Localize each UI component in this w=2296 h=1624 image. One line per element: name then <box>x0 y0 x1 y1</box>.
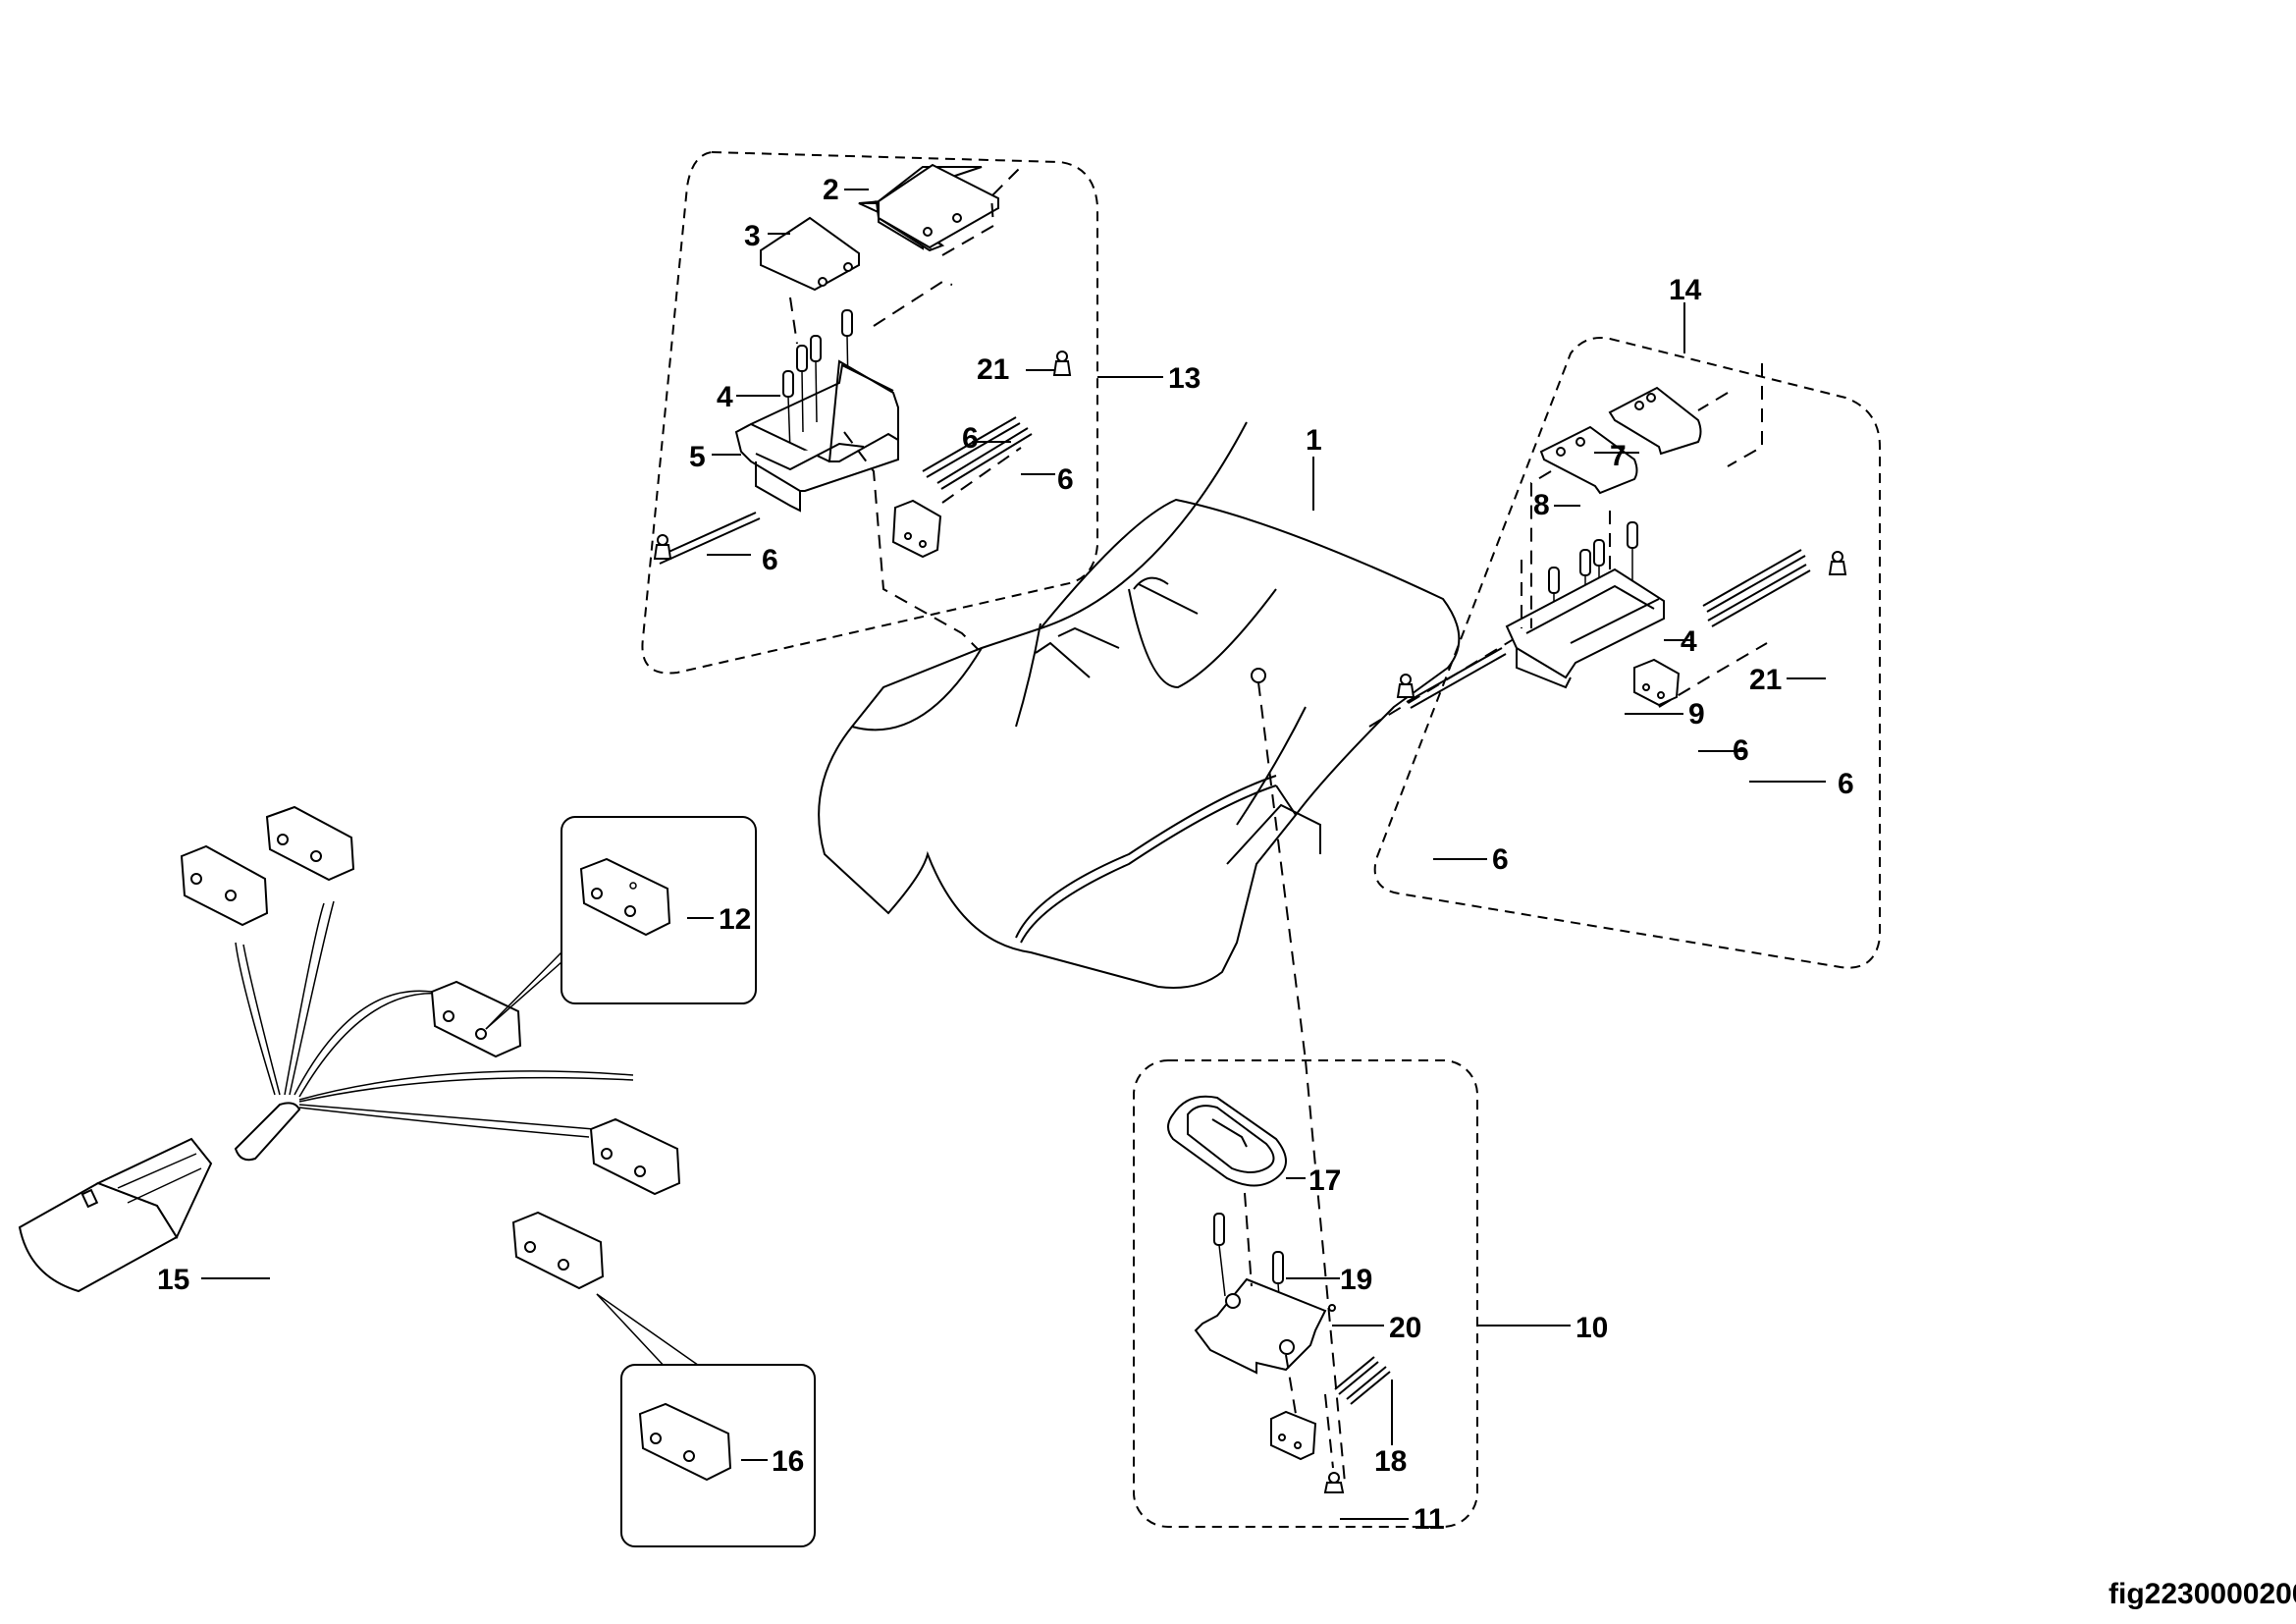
cover-part-7 <box>1608 386 1702 456</box>
rocker-button-part-17 <box>1167 1095 1287 1187</box>
callout-1: 1 <box>1306 424 1322 457</box>
cover-part-2 <box>858 163 999 252</box>
figure-id-label: fig2230000200 <box>2109 1578 2296 1610</box>
microswitch-14 <box>1633 658 1681 707</box>
wiring-harness-part-15 <box>18 805 713 1376</box>
screw-part-11 <box>1323 1472 1345 1493</box>
callout-9: 9 <box>1688 698 1705 731</box>
callout-20: 20 <box>1389 1312 1421 1344</box>
harness-microswitch <box>511 1211 605 1290</box>
callout-21: 21 <box>977 353 1009 386</box>
callout-12: 12 <box>719 903 751 936</box>
assembly-13-boundary <box>641 150 1098 675</box>
assembly-13 <box>641 150 1098 675</box>
callout-6: 6 <box>962 422 979 455</box>
housing-part-9 <box>1505 568 1665 689</box>
callout-7: 7 <box>1610 440 1627 472</box>
pins-part-18 <box>1334 1356 1391 1405</box>
callout-6: 6 <box>1492 843 1509 876</box>
assembly-10 <box>1133 1059 1478 1528</box>
callout-15: 15 <box>157 1264 189 1296</box>
callout-10: 10 <box>1575 1312 1608 1344</box>
callout-4: 4 <box>1681 625 1697 658</box>
callout-14: 14 <box>1669 274 1702 306</box>
callout-16: 16 <box>772 1445 804 1478</box>
callout-6: 6 <box>1838 768 1854 800</box>
callout-3: 3 <box>744 220 761 252</box>
microswitch-13 <box>891 499 942 559</box>
harness-microswitch <box>180 844 269 927</box>
callout-6: 6 <box>762 544 778 576</box>
callout-18: 18 <box>1374 1445 1407 1478</box>
housing-part-5 <box>734 359 899 513</box>
callout-leaders <box>201 189 1826 1520</box>
console-body-part-1 <box>818 421 1532 1484</box>
assembly-14-boundary <box>1373 337 1881 969</box>
clips-14 <box>1396 551 1847 698</box>
harness-microswitch <box>430 980 522 1058</box>
callout-2: 2 <box>823 174 839 206</box>
callout-6: 6 <box>1733 734 1749 767</box>
callout-19: 19 <box>1340 1264 1372 1296</box>
harness-microswitch <box>589 1117 681 1196</box>
assembly-14 <box>1373 337 1881 969</box>
callout-8: 8 <box>1533 489 1550 521</box>
callout-11: 11 <box>1414 1503 1445 1536</box>
inset-part-16 <box>620 1364 816 1547</box>
callout-17: 17 <box>1308 1164 1341 1197</box>
callout-4: 4 <box>717 381 733 413</box>
cover-part-3 <box>760 216 860 292</box>
microswitch-10 <box>1270 1410 1317 1461</box>
pins-part-6 <box>655 416 1033 565</box>
callout-labels: 1 2 3 4 5 6 6 6 21 13 14 7 8 4 21 9 6 6 … <box>157 174 1854 1536</box>
harness-microswitch <box>265 805 355 882</box>
plate-part-20 <box>1194 1277 1336 1375</box>
callout-21: 21 <box>1749 664 1782 696</box>
cover-part-8 <box>1539 425 1638 495</box>
springs-part-4 <box>782 309 853 453</box>
pins-14 <box>1406 549 1811 709</box>
inset-part-12 <box>561 816 757 1004</box>
callout-5: 5 <box>689 441 706 473</box>
assembly-10-boundary <box>1133 1059 1478 1528</box>
callout-6: 6 <box>1057 463 1074 496</box>
callout-13: 13 <box>1168 362 1201 395</box>
